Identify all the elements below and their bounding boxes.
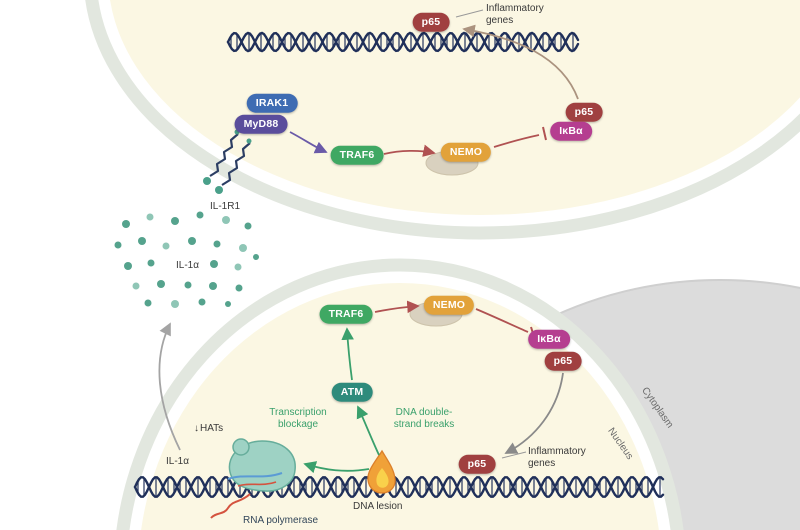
arrow-lesion-to-rnapol <box>303 461 370 474</box>
traf6-bottom-pill: TRAF6 <box>319 304 373 324</box>
nascent-rna-strand <box>210 493 251 519</box>
traf6-top-pill: TRAF6 <box>330 145 384 165</box>
inflammatory-bottom-line1: Inflammatory <box>528 446 586 457</box>
arrow-myd88-to-traf6 <box>289 131 328 154</box>
nemo-top-pill: NEMO <box>440 142 492 162</box>
inflammatory-genes-bottom-label: Inflammatory genes <box>528 446 586 469</box>
arrow-lesion-to-atm <box>356 405 380 456</box>
rna-polymerase-icon <box>210 438 296 519</box>
arrow-p65-translocation-bottom <box>504 372 564 454</box>
dna-helix-top <box>226 31 580 53</box>
rna-polymerase-label: RNA polymerase <box>243 515 319 526</box>
irak1-pill: IRAK1 <box>246 93 298 113</box>
dna-dsb-label: DNA double- strand breaks <box>382 407 466 430</box>
dsb-line2: strand breaks <box>393 418 455 430</box>
atm-pill: ATM <box>331 382 373 402</box>
inflammatory-top-line2: genes <box>486 14 514 26</box>
connector-inflammatory-top <box>455 9 484 18</box>
inflammatory-genes-top-label: Inflammatory genes <box>486 3 544 26</box>
hats-label: ↓HATs <box>194 423 223 435</box>
myd88-pill: MyD88 <box>234 114 288 134</box>
dna-lesion-flame-icon <box>367 449 396 494</box>
nemo-bottom-pill: NEMO <box>423 295 475 315</box>
ikba-bottom-pill: IκBα <box>528 329 570 349</box>
dna-lesion-label: DNA lesion <box>353 501 403 512</box>
arrow-traf6-to-nemo-top <box>383 144 436 157</box>
ikba-top-pill: IκBα <box>550 121 592 141</box>
arrow-traf6-to-nemo-bottom <box>374 300 420 314</box>
transcription-line2: blockage <box>277 418 319 430</box>
il1r1-receptor-icon <box>203 129 252 194</box>
p65-dna-top-pill: p65 <box>412 12 450 32</box>
p65-bottom-pill: p65 <box>544 351 582 371</box>
inhibit-nemo-to-ikba-top <box>493 134 540 148</box>
p65-top-pill: p65 <box>565 102 603 122</box>
arrow-atm-to-traf6 <box>341 327 354 381</box>
connector-inflammatory-bottom <box>501 451 527 459</box>
arrow-p65-translocation-top <box>462 24 579 100</box>
p65-dna-bottom-pill: p65 <box>458 454 496 474</box>
il1a-molecule-dots <box>114 211 259 308</box>
pathway-arrows <box>158 9 579 474</box>
inflammatory-bottom-line2: genes <box>528 457 556 469</box>
arrow-il1a-secretion <box>158 322 181 451</box>
inhibit-nemo-to-ikba-bottom <box>475 308 529 333</box>
il1a-bottom-label: IL-1α <box>166 456 190 467</box>
transcription-line1: Transcription <box>269 407 327 418</box>
inflammatory-top-line1: Inflammatory <box>486 3 544 14</box>
il1r1-label: IL-1R1 <box>210 201 241 212</box>
top-cell <box>85 0 800 240</box>
hats-text: HATs <box>200 423 224 434</box>
dsb-line1: DNA double- <box>395 407 453 418</box>
il1a-mid-label: IL-1α <box>176 260 200 271</box>
transcription-blockage-label: Transcription blockage <box>258 407 338 430</box>
down-arrow-icon: ↓ <box>194 423 199 434</box>
